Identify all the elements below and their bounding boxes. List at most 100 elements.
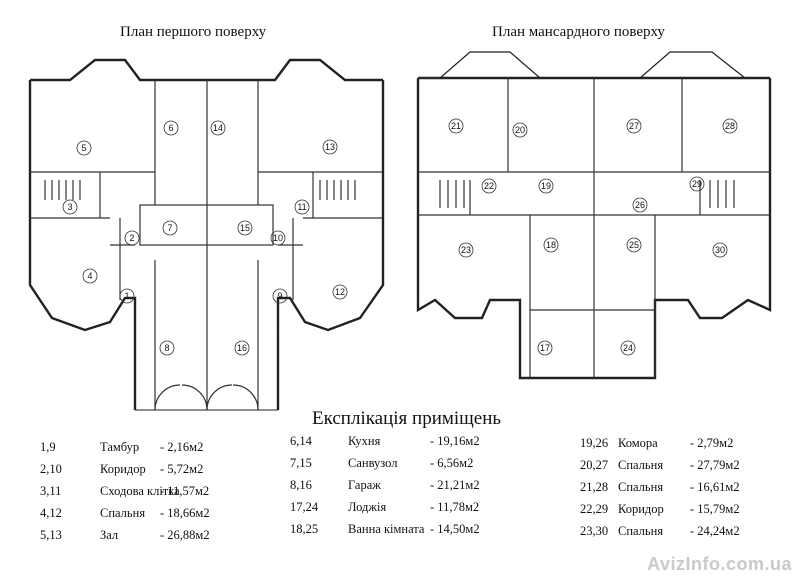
- legend-name: Зал: [100, 528, 119, 542]
- legend-value: - 11,57м2: [160, 484, 210, 498]
- legend-name: Ванна кімната: [348, 522, 425, 536]
- legend-name: Гараж: [348, 478, 381, 492]
- legend-name: Комора: [618, 436, 658, 450]
- legend-value: - 16,61м2: [690, 480, 740, 494]
- legend-name: Спальня: [618, 524, 664, 538]
- ground-room-11: 11: [297, 202, 306, 212]
- attic-room-27: 27: [629, 121, 639, 131]
- legend-num: 3,11: [40, 484, 62, 498]
- ground-room-15: 15: [240, 223, 250, 233]
- legend-value: - 5,72м2: [160, 462, 204, 476]
- ground-floor-title: План першого поверху: [120, 24, 267, 40]
- attic-room-26: 26: [635, 200, 645, 210]
- attic-room-20: 20: [515, 125, 525, 135]
- legend-row: 21,28 Спальня - 16,61м2: [580, 480, 790, 502]
- ground-room-7: 7: [167, 223, 172, 233]
- legend-row: 19,26 Комора - 2,79м2: [580, 436, 790, 458]
- legend-row: 7,15 Санвузол - 6,56м2: [284, 456, 564, 478]
- legend-value: - 24,24м2: [690, 524, 740, 538]
- legend-value: - 27,79м2: [690, 458, 740, 472]
- ground-outer-wall-top: [30, 58, 383, 82]
- ground-room-8: 8: [164, 343, 169, 353]
- legend-value: - 2,79м2: [690, 436, 734, 450]
- ground-room-2: 2: [129, 233, 134, 243]
- legend-value: - 6,56м2: [430, 456, 474, 470]
- legend-value: - 18,66м2: [160, 506, 210, 520]
- attic-room-25: 25: [629, 240, 639, 250]
- legend-column-2: 6,14 Кухня - 19,16м2 7,15 Санвузол - 6,56м2 8,…: [284, 434, 564, 544]
- legend-row: 23,30 Спальня - 24,24м2: [580, 524, 790, 546]
- legend-num: 4,12: [40, 506, 62, 520]
- ground-room-4: 4: [87, 271, 92, 281]
- legend-name: Тамбур: [100, 440, 140, 454]
- attic-room-29: 29: [692, 179, 702, 189]
- legend-row: 22,29 Коридор - 15,79м2: [580, 502, 790, 524]
- legend-row: 4,12 Спальня - 18,66м2: [20, 506, 260, 528]
- legend-num: 18,25: [290, 522, 319, 536]
- ground-room-3: 3: [67, 202, 72, 212]
- legend-num: 23,30: [580, 524, 609, 538]
- legend-num: 6,14: [290, 434, 312, 448]
- room-marker-5: [76, 140, 92, 156]
- legend-num: 1,9: [40, 440, 56, 454]
- ground-room-9: 9: [277, 291, 282, 301]
- ground-room-10: 10: [273, 233, 283, 243]
- legend-num: 5,13: [40, 528, 62, 542]
- attic-room-22: 22: [484, 181, 494, 191]
- legend-name: Коридор: [618, 502, 664, 516]
- legend-name: Спальня: [100, 506, 146, 520]
- legend-num: 7,15: [290, 456, 312, 470]
- attic-room-17: 17: [540, 343, 550, 353]
- watermark: AvizInfo.com.ua: [647, 554, 792, 574]
- legend-num: 19,26: [580, 436, 609, 450]
- legend-value: - 21,21м2: [430, 478, 480, 492]
- legend-name: Лоджія: [348, 500, 387, 514]
- legend-value: - 14,50м2: [430, 522, 480, 536]
- ground-outer-wall-right: [276, 80, 385, 410]
- legend-name: Спальня: [618, 480, 664, 494]
- ground-room-12: 12: [335, 287, 345, 297]
- legend-row: 18,25 Ванна кімната - 14,50м2: [284, 522, 564, 544]
- legend-num: 22,29: [580, 502, 609, 516]
- legend-num: 20,27: [580, 458, 609, 472]
- legend-row: 6,14 Кухня - 19,16м2: [284, 434, 564, 456]
- legend-row: 2,10 Коридор - 5,72м2: [20, 462, 260, 484]
- attic-room-24: 24: [623, 343, 633, 353]
- legend-value: - 19,16м2: [430, 434, 480, 448]
- legend-title: Експлікація приміщень: [312, 408, 502, 429]
- legend-row: 1,9 Тамбур - 2,16м2: [20, 440, 260, 462]
- legend-name: Санвузол: [348, 456, 398, 470]
- legend-column-1: 1,9 Тамбур - 2,16м2 2,10 Коридор - 5,72м2 3,11…: [20, 440, 260, 550]
- ground-room-13: 13: [325, 142, 335, 152]
- attic-room-19: 19: [541, 181, 551, 191]
- legend-value: - 2,16м2: [160, 440, 204, 454]
- ground-room-14: 14: [213, 123, 223, 133]
- ground-room-16: 16: [237, 343, 247, 353]
- legend-num: 21,28: [580, 480, 609, 494]
- ground-room-6: 6: [168, 123, 173, 133]
- legend-row: 17,24 Лоджія - 11,78м2: [284, 500, 564, 522]
- legend-value: - 15,79м2: [690, 502, 740, 516]
- attic-floor-title: План мансардного поверху: [492, 24, 665, 40]
- attic-floor-plan: 17 18 19 20 21 22 23 24 25 26 27 28 29 3…: [416, 51, 772, 380]
- legend-value: - 11,78м2: [430, 500, 480, 514]
- legend-name: Коридор: [100, 462, 146, 476]
- attic-room-28: 28: [725, 121, 735, 131]
- legend-num: 2,10: [40, 462, 62, 476]
- attic-room-21: 21: [451, 121, 461, 131]
- attic-room-30: 30: [715, 245, 725, 255]
- legend-num: 17,24: [290, 500, 319, 514]
- ground-room-5: 5: [81, 143, 86, 153]
- attic-room-23: 23: [461, 245, 471, 255]
- legend-row: 5,13 Зал - 26,88м2: [20, 528, 260, 550]
- attic-room-18: 18: [546, 240, 556, 250]
- ground-room-1: 1: [124, 291, 129, 301]
- legend-name: Сходова клітка: [100, 484, 180, 498]
- legend-row: 8,16 Гараж - 21,21м2: [284, 478, 564, 500]
- legend-num: 8,16: [290, 478, 312, 492]
- legend-value: - 26,88м2: [160, 528, 210, 542]
- legend-name: Кухня: [348, 434, 381, 448]
